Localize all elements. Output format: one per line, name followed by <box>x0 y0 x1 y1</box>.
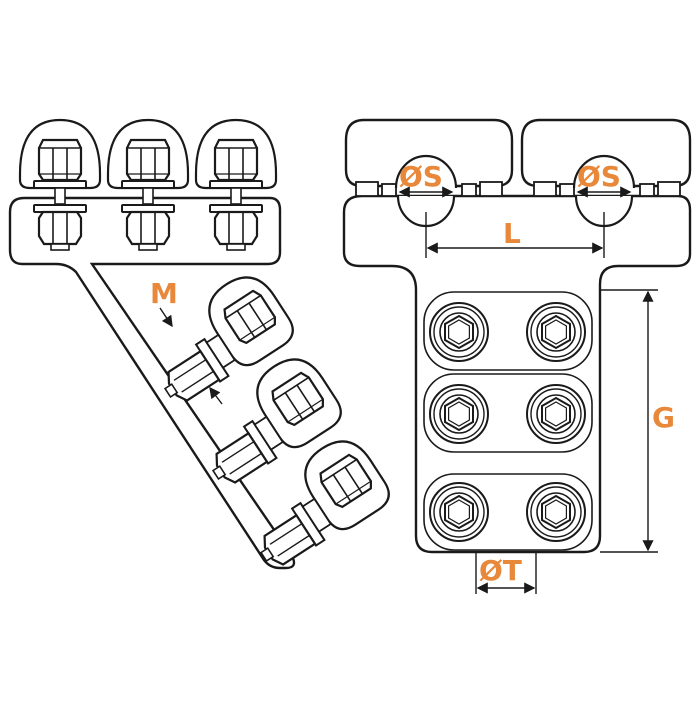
conductor-bore <box>572 154 636 228</box>
pad-bolt <box>429 302 489 362</box>
conductor-spacing-dimension <box>425 212 605 258</box>
pad-bolt <box>429 482 489 542</box>
conductor-diameter-right-label: ØS <box>577 160 621 193</box>
front-view <box>342 118 692 594</box>
conductor-spacing-label: L <box>503 217 521 250</box>
side-conductor-bolt <box>18 118 102 252</box>
side-conductor-bolt <box>194 118 278 252</box>
bolt-size-label: M <box>150 277 178 310</box>
pad-length-label: G <box>652 401 675 434</box>
tap-diameter-dimension <box>475 552 537 594</box>
pad-bolt-groove <box>423 291 593 551</box>
pad-bolt <box>526 302 586 362</box>
side-conductor-bolt <box>106 118 190 252</box>
pad-bolt <box>526 384 586 444</box>
bolt-size-dimension <box>159 307 223 405</box>
clamp-nut-row <box>355 181 681 197</box>
tap-diameter-label: ØT <box>479 554 522 587</box>
pad-bolt <box>429 384 489 444</box>
conductor-diameter-left-label: ØS <box>399 160 443 193</box>
conductor-bore <box>394 154 458 228</box>
pad-length-dimension <box>600 289 658 553</box>
side-view-body <box>8 196 296 570</box>
side-view <box>8 118 395 576</box>
pad-bolt <box>526 482 586 542</box>
